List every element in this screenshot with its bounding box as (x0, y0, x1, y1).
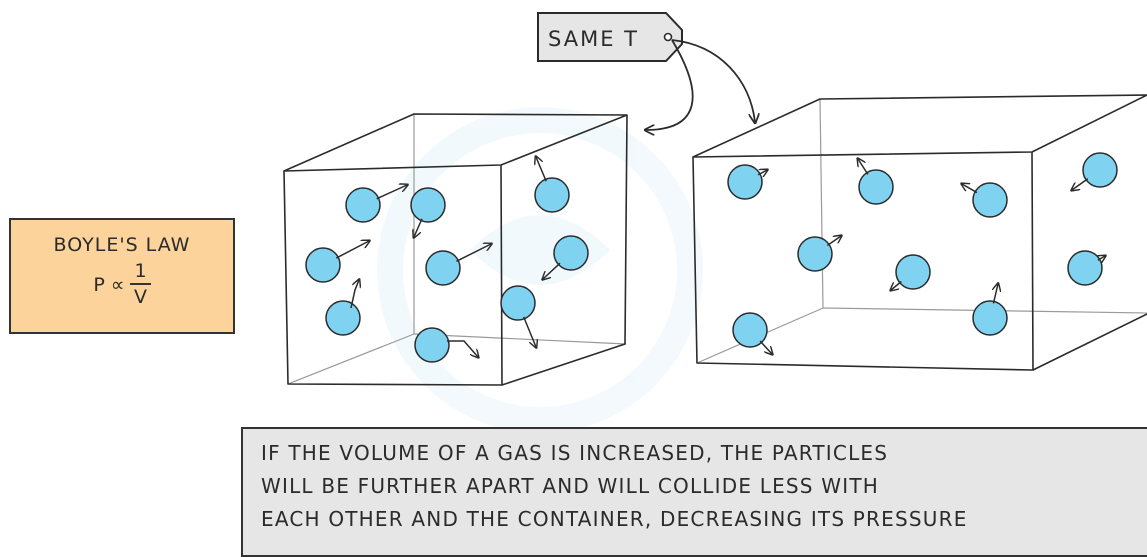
large-container-particle (797, 236, 833, 272)
small-container-particle (500, 285, 536, 321)
particle-velocity-arrow (891, 280, 902, 290)
large-container-particle (972, 182, 1008, 218)
small-container-particle (425, 250, 461, 286)
tag-hole (663, 32, 673, 42)
particle-velocity-arrow (858, 159, 869, 175)
tag-arrow-to-large-box (671, 39, 755, 122)
particle-velocity-arrow (414, 218, 423, 237)
large-container-particle (895, 254, 931, 290)
note-line-3: EACH OTHER AND THE CONTAINER, DECREASING… (261, 507, 968, 531)
particle-velocity-arrow (993, 284, 998, 304)
small-container-particle (534, 177, 570, 213)
particle-velocity-arrow (543, 262, 561, 279)
large-container-particle (1082, 152, 1118, 188)
formula-numerator: 1 (130, 262, 151, 285)
same-temperature-tag: SAME T (537, 12, 683, 62)
tag-arrow-to-small-box (646, 39, 694, 130)
particles (305, 152, 1118, 363)
small-container-particle (345, 187, 381, 223)
formula-fraction: 1 V (130, 262, 151, 308)
small-container (283, 113, 628, 386)
particle-velocity-arrow (376, 185, 407, 200)
particle-velocity-arrow (536, 157, 547, 182)
boyles-law-box: BOYLE'S LAW P ∝ 1 V (9, 218, 235, 334)
large-container-particle (972, 300, 1008, 336)
small-container-particle (305, 247, 341, 283)
large-container-particle (858, 169, 894, 205)
large-container-particle (732, 312, 768, 348)
particle-velocity-arrow (335, 241, 369, 259)
particle-velocity-arrow (522, 316, 536, 347)
particle-velocity-arrow (456, 244, 491, 262)
particle-velocity-arrow (962, 184, 978, 194)
large-container-particle (727, 164, 763, 200)
explanation-note: IF THE VOLUME OF A GAS IS INCREASED, THE… (241, 427, 1147, 557)
small-container-particle (553, 235, 589, 271)
particle-velocity-arrow (826, 236, 841, 247)
particle-velocity-arrow (759, 340, 772, 354)
note-line-1: IF THE VOLUME OF A GAS IS INCREASED, THE… (261, 441, 889, 465)
particle-velocity-arrow (757, 170, 767, 175)
small-container-particle (414, 327, 450, 363)
particle-velocity-arrow (447, 340, 478, 357)
particle-velocity-arrow (1098, 256, 1105, 260)
law-formula: P ∝ 1 V (93, 262, 151, 308)
particle-velocity-arrow (1072, 178, 1089, 190)
note-line-2: WILL BE FURTHER APART AND WILL COLLIDE L… (261, 474, 879, 498)
tag-label: SAME T (548, 27, 639, 51)
law-title: BOYLE'S LAW (53, 234, 191, 256)
particle-velocity-arrow (350, 280, 359, 309)
large-container-particle (1067, 250, 1103, 286)
small-container-particle (410, 187, 446, 223)
formula-denominator: V (134, 286, 148, 308)
small-container-particle (325, 300, 361, 336)
large-container (692, 94, 1147, 371)
formula-lhs: P ∝ (93, 273, 125, 296)
